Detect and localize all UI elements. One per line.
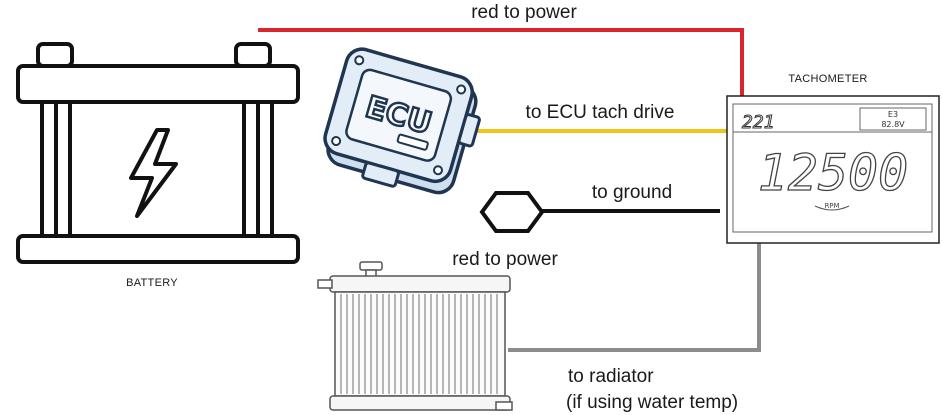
label-to-ecu-tach-drive: to ECU tach drive (526, 102, 675, 123)
battery-lid (16, 64, 300, 104)
lightning-icon (129, 128, 178, 218)
tach-top-right-1: E3 (888, 110, 898, 119)
tach-reading: 12500 (758, 144, 909, 202)
tachometer: 221 E3 82.8V 12500 RPM (726, 95, 940, 244)
battery-terminal-right (234, 42, 272, 68)
tach-top-right-2: 82.8V (881, 120, 905, 129)
label-red-to-power-2: red to power (452, 249, 558, 270)
label-if-using-water-temp: (if using water temp) (566, 392, 738, 413)
tach-unit: RPM (824, 202, 839, 210)
ecu-module: ECU (323, 47, 481, 195)
tachometer-label: TACHOMETER (788, 73, 867, 85)
battery-terminal-left (36, 42, 74, 68)
battery (16, 42, 300, 264)
battery-base (16, 234, 300, 264)
red-power-wire-top (258, 28, 744, 96)
wires (258, 28, 761, 352)
label-red-to-power-top: red to power (471, 2, 577, 23)
radiator (317, 261, 513, 411)
tach-top-left: 221 (742, 112, 775, 133)
label-to-radiator: to radiator (568, 366, 654, 387)
label-to-ground: to ground (592, 182, 672, 203)
battery-label: BATTERY (126, 277, 178, 289)
gray-radiator-wire (508, 243, 761, 352)
hexagon-nut-icon (479, 191, 545, 233)
